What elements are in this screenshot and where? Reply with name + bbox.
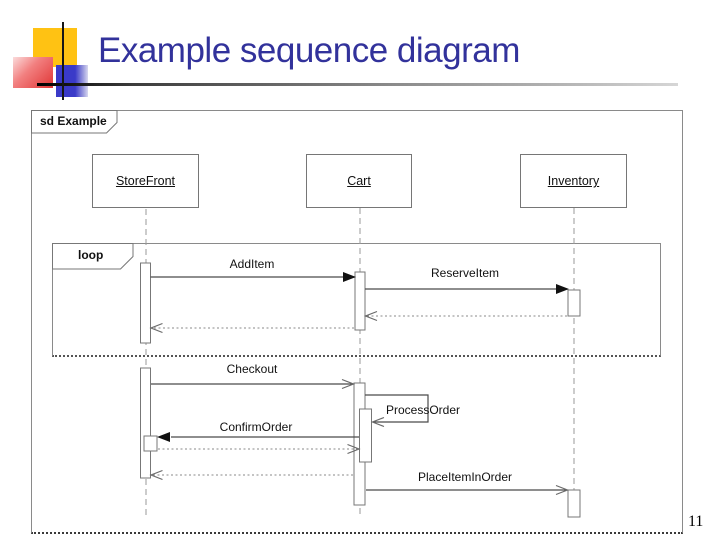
message-label-processorder: ProcessOrder [386,403,461,417]
lifeline-name-inventory: Inventory [547,174,600,188]
message-label-checkout: Checkout [226,362,278,376]
message-label-confirmorder: ConfirmOrder [219,420,293,434]
message-label-placeiteminorder: PlaceItemInOrder [417,470,513,484]
activation-storefront-loop [140,262,151,344]
frame-label: sd Example [40,114,107,128]
slide-title: Example sequence diagram [98,31,520,70]
logo-red-square [13,57,53,88]
return-cart-to-storefront-arrow [149,469,353,481]
loop-label-pentagon [52,243,134,270]
message-processorder-self-arrow [365,394,429,428]
message-label-additem: AddItem [229,257,275,271]
logo-blue-square [56,65,88,97]
title-underline-rule [37,83,678,86]
message-label-reserveitem: ReserveItem [430,266,500,280]
loop-fragment [52,243,661,357]
lifeline-head-cart: Cart [306,154,412,208]
activation-inventory-loop [567,289,581,317]
return-inventory-to-cart-arrow [363,310,567,322]
page-number: 11 [688,513,704,530]
message-checkout-arrow [151,378,356,390]
return-cart-to-storefront-loop-arrow [149,322,354,334]
logo-vertical-line [62,22,64,100]
frame-label-pentagon [31,110,118,134]
lifeline-name-cart: Cart [347,174,371,188]
message-additem-arrow [150,272,356,282]
activation-storefront-checkout [140,367,151,479]
sequence-diagram-frame [31,110,683,534]
message-reserveitem-arrow [365,284,569,294]
message-confirmorder-arrow [157,432,359,442]
message-placeiteminorder-arrow [366,484,570,496]
lifeline-name-storefront: StoreFront [115,174,176,188]
loop-operator-label: loop [78,248,104,262]
lifeline-head-inventory: Inventory [520,154,627,208]
activation-cart-loop [354,271,366,331]
lifeline-head-storefront: StoreFront [92,154,199,208]
return-storefront-to-cart-arrow [158,443,361,455]
activation-cart-nested [359,408,372,463]
activation-inventory-place [567,489,581,518]
activation-storefront-nested [143,435,158,452]
